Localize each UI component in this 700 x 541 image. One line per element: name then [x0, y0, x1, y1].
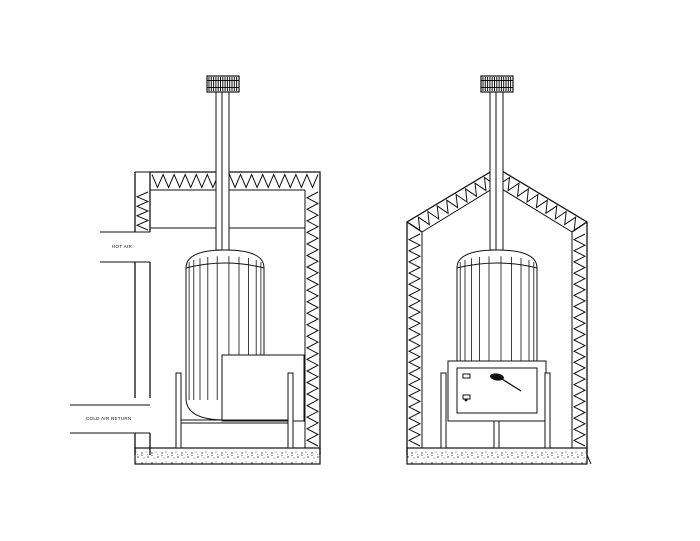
right-furnace-legs — [440, 372, 551, 449]
left-chimney-pipe — [206, 75, 240, 251]
right-chimney-pipe — [480, 75, 514, 251]
right-firebox — [447, 360, 547, 422]
door-hinge-top — [462, 373, 471, 379]
left-furnace-legs — [175, 372, 294, 449]
front-view — [406, 75, 592, 465]
cold-air-return-duct: COLD AIR RETURN — [70, 404, 150, 434]
cold-air-return-label: COLD AIR RETURN — [86, 416, 132, 421]
right-foundation-slab — [406, 447, 588, 465]
door-handle-icon — [490, 373, 522, 392]
door-hinge-bottom — [462, 394, 471, 400]
roof-insulation — [408, 171, 497, 232]
hot-air-label: HOT AIR — [112, 244, 132, 249]
side-section-view: HOT AIR COLD AIR RETURN — [70, 75, 321, 465]
roof-insulation — [497, 171, 586, 232]
left-foundation-slab — [134, 447, 321, 465]
right-furnace-tank — [456, 249, 538, 363]
